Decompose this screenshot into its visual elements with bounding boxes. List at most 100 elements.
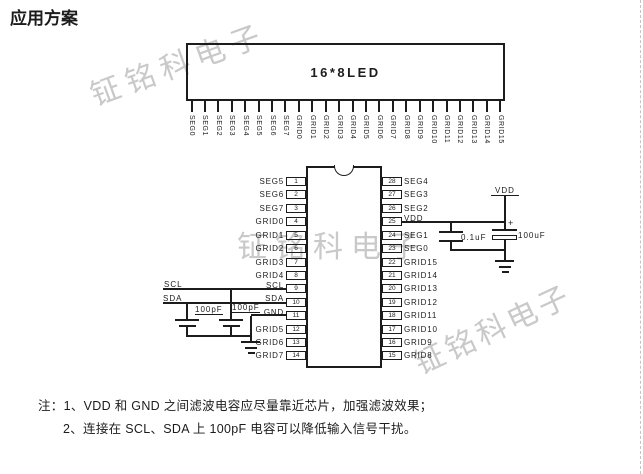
led-pin-tick bbox=[297, 101, 300, 112]
led-pin-tick bbox=[217, 101, 220, 112]
page-edge-line bbox=[640, 0, 641, 474]
chip-pin-number: 5 bbox=[286, 230, 306, 240]
chip-pin-label-grid11: GRID11 bbox=[404, 311, 438, 321]
led-pin-label: SEG2 bbox=[214, 115, 222, 137]
chip-pin-label-grid0: GRID0 bbox=[255, 217, 284, 227]
led-pin-label: SEG6 bbox=[268, 115, 276, 137]
note-text-1: 1、VDD 和 GND 之间滤波电容应尽量靠近芯片，加强滤波效果； bbox=[63, 399, 433, 413]
chip-pin-label-grid4: GRID4 bbox=[255, 270, 284, 280]
note-line-1: 注：1、VDD 和 GND 之间滤波电容应尽量靠近芯片，加强滤波效果； bbox=[38, 395, 433, 414]
wire-to-ground-left bbox=[250, 316, 252, 342]
led-display-label: 16*8LED bbox=[310, 64, 381, 80]
cap-bulk-plus-sign: + bbox=[508, 218, 515, 228]
chip-pin-label-grid12: GRID12 bbox=[404, 297, 438, 307]
led-pin-label: GRID13 bbox=[469, 115, 477, 144]
chip-pin-label-sda: SDA bbox=[265, 294, 284, 304]
cap-scl-plate-top-icon bbox=[219, 319, 243, 321]
led-pin-tick bbox=[190, 101, 193, 112]
chip-pin-label-seg7: SEG7 bbox=[259, 203, 284, 213]
sda-net-label: SDA bbox=[163, 294, 183, 303]
cap-bypass-lead-bottom bbox=[450, 242, 452, 251]
note-text-2: 2、连接在 SCL、SDA 上 100pF 电容可以降低输入信号干扰。 bbox=[63, 422, 417, 436]
chip-pin-number: 6 bbox=[286, 244, 306, 254]
cap-scl-lead-top bbox=[230, 290, 232, 319]
cap-bulk-lead-top bbox=[504, 223, 506, 230]
chip-pin-number: 12 bbox=[286, 324, 306, 334]
chip-pin-label-seg0: SEG0 bbox=[404, 244, 429, 254]
chip-pin-number: 15 bbox=[382, 351, 402, 361]
chip-pin-label-grid13: GRID13 bbox=[404, 284, 438, 294]
cap-bypass-lead-top bbox=[450, 223, 452, 232]
cap-bulk-plate-top-icon bbox=[492, 229, 517, 231]
cap-bypass-value: 0.1uF bbox=[461, 233, 487, 242]
led-pin-tick bbox=[284, 101, 287, 112]
led-pin-tick bbox=[432, 101, 435, 112]
ground-icon-right-bar2 bbox=[499, 266, 511, 268]
chip-pin-number: 11 bbox=[286, 311, 306, 321]
wire-to-ground-right bbox=[504, 251, 506, 261]
led-pin-label: SEG1 bbox=[201, 115, 209, 137]
chip-pin-number: 7 bbox=[286, 257, 306, 267]
chip-body bbox=[306, 166, 382, 368]
led-pin-label: GRID14 bbox=[483, 115, 491, 144]
chip-pin-label-grid10: GRID10 bbox=[404, 324, 438, 334]
led-pin-label: GRID4 bbox=[349, 115, 357, 140]
chip-pin-label-scl: SCL bbox=[266, 280, 284, 290]
led-pin-label: GRID6 bbox=[375, 115, 383, 140]
led-pin-label: GRID3 bbox=[335, 115, 343, 140]
chip-pin-number: 27 bbox=[382, 190, 402, 200]
cap-scl-plate-bottom-icon bbox=[223, 325, 240, 327]
chip-pin-number: 18 bbox=[382, 311, 402, 321]
chip-pin-label-grid15: GRID15 bbox=[404, 257, 438, 267]
chip-pin-label-seg4: SEG4 bbox=[404, 177, 429, 186]
led-pin-label: GRID11 bbox=[443, 115, 450, 144]
led-pin-label: GRID15 bbox=[496, 115, 504, 144]
chip-pin-label-seg1: SEG1 bbox=[404, 230, 429, 240]
ground-icon-right-bar1 bbox=[495, 260, 514, 262]
chip-pin-number: 16 bbox=[382, 338, 402, 348]
led-pin-tick bbox=[499, 101, 502, 112]
led-pin-tick bbox=[458, 101, 461, 112]
chip-pin-number: 26 bbox=[382, 203, 402, 213]
chip-pin-number: 10 bbox=[286, 297, 306, 307]
led-pin-label: SEG0 bbox=[188, 115, 195, 137]
wire-vdd-horizontal bbox=[402, 221, 506, 223]
cap-scl-lead-bottom bbox=[230, 327, 232, 336]
led-pin-tick bbox=[338, 101, 341, 112]
chip-pin-label-grid9: GRID9 bbox=[404, 338, 433, 348]
led-pin-tick bbox=[244, 101, 247, 112]
cap-bypass-plate-bottom-icon bbox=[439, 240, 463, 242]
led-pin-tick bbox=[324, 101, 327, 112]
chip-pin-label-grid3: GRID3 bbox=[255, 257, 284, 267]
chip-pin-label-grid1: GRID1 bbox=[255, 230, 284, 240]
chip-pin-number: 4 bbox=[286, 217, 306, 227]
wire-caps-bottom-left bbox=[186, 335, 252, 337]
led-pin-tick bbox=[203, 101, 206, 112]
chip-pin-number: 17 bbox=[382, 324, 402, 334]
led-pin-label: GRID12 bbox=[456, 115, 464, 144]
ground-icon-left-bar2 bbox=[245, 347, 257, 349]
led-pin-label: GRID8 bbox=[402, 115, 410, 140]
watermark-middle: 钲铭科电子 bbox=[237, 230, 427, 265]
led-pin-label: SEG5 bbox=[255, 115, 263, 137]
chip-pin-label-vdd: VDD bbox=[404, 213, 424, 223]
chip-pin-number: 13 bbox=[286, 338, 306, 348]
led-pin-tick bbox=[418, 101, 421, 112]
scl-net-label: SCL bbox=[164, 280, 183, 289]
cap-sda-lead-bottom bbox=[186, 327, 188, 336]
ground-icon-left-bar1 bbox=[241, 341, 260, 343]
chip-pin-number: 3 bbox=[286, 203, 306, 213]
chip-pin-number: 20 bbox=[382, 284, 402, 294]
cap-sda-value: 100pF bbox=[195, 305, 223, 315]
led-pin-label: GRID1 bbox=[308, 115, 316, 140]
led-pin-tick bbox=[364, 101, 367, 112]
led-pin-tick bbox=[351, 101, 354, 112]
led-pin-label: GRID7 bbox=[389, 115, 397, 140]
wire-vdd-vertical bbox=[504, 196, 506, 223]
chip-pin-number: 28 bbox=[382, 177, 402, 186]
led-pin-tick bbox=[311, 101, 314, 112]
chip-pin-label-grid6: GRID6 bbox=[255, 338, 284, 348]
chip-pin-label-seg2: SEG2 bbox=[404, 203, 429, 213]
led-pin-label: GRID9 bbox=[416, 115, 424, 140]
